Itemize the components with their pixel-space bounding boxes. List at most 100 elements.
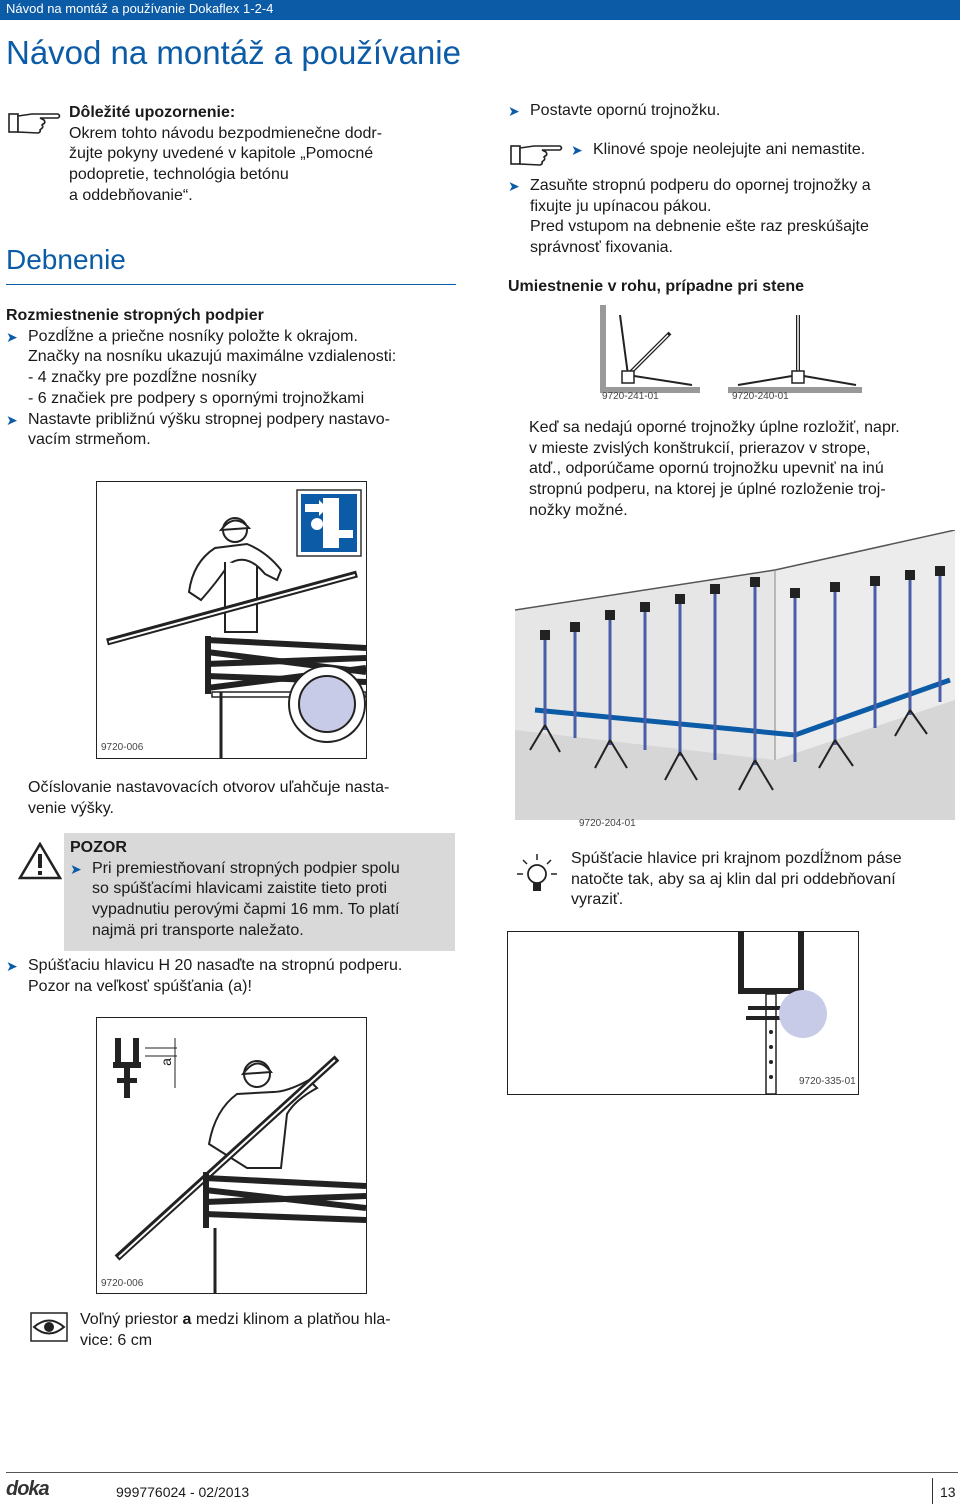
figure-code: 9720-240-01 — [732, 391, 789, 402]
figure-lowering-head: 9720-335-01 — [507, 931, 859, 1095]
figure-code: 9720-241-01 — [602, 391, 659, 402]
instruction-text: správnosť fixovania. — [530, 239, 673, 257]
tip-text: Spúšťacie hlavice pri krajnom pozdĺžnom … — [571, 849, 956, 911]
numbering-text: Očíslovanie nastavovacích otvorov uľahču… — [28, 778, 468, 819]
placement-bullet: ➤ Pozdĺžne a priečne nosníky položte k ok… — [6, 327, 466, 348]
placement-bullet-text: Nastavte približnú výšku stropnej podper… — [28, 410, 390, 428]
doka-logo: doka — [6, 1478, 50, 1500]
placement-text: Značky na nosníku ukazujú maximálne vzdi… — [28, 348, 397, 366]
clearance-symbol: a — [182, 1311, 192, 1328]
figure-worker-props: 9720-006 — [96, 481, 367, 759]
arrow-icon: ➤ — [6, 411, 18, 428]
numbering-line: venie výšky. — [28, 799, 114, 817]
figure-code: 9720-006 — [101, 742, 144, 753]
lowering-bullet: ➤ Spúšťaciu hlavicu H 20 nasaďte na strop… — [6, 956, 466, 977]
warning-heading: POZOR — [70, 839, 127, 856]
instruction-text: fixujte ju upínacou pákou. — [530, 197, 712, 215]
corner-line: Keď sa nedajú oporné trojnožky úplne roz… — [529, 419, 900, 436]
tripod-at-corner-illustration — [600, 305, 700, 393]
warning-box — [64, 833, 455, 951]
worker-with-lowering-head-illustration — [113, 1038, 366, 1293]
clearance-line: Voľný priestor a medzi klinom a platňou … — [80, 1310, 460, 1331]
pointing-hand-icon — [510, 145, 563, 166]
warning-bullet: ➤ Pri premiestňovaní stropných podpier sp… — [70, 859, 460, 880]
instruction-bullet: ➤ Klinové spoje neolejujte ani nemastite. — [571, 140, 951, 161]
important-notice: Dôležité upozornenie: Okrem tohto návodu… — [69, 103, 459, 207]
eye-icon — [30, 1312, 68, 1342]
arrow-icon: ➤ — [508, 103, 520, 119]
arrow-icon: ➤ — [6, 958, 18, 974]
tip-line: Spúšťacie hlavice pri krajnom pozdĺžnom … — [571, 850, 902, 867]
props-in-room-corner-illustration — [514, 529, 956, 820]
footer-separator — [932, 1478, 933, 1504]
warning-line: vypadnutiu perovými čapmi 16 mm. To plat… — [92, 901, 400, 919]
warning-line: Pri premiestňovaní stropných podpier spo… — [92, 859, 400, 877]
corner-line: stropnú podperu, na ktorej je úplné rozl… — [529, 481, 886, 499]
instruction-text: Klinové spoje neolejujte ani nemastite. — [593, 141, 866, 158]
placement-heading: Rozmiestnenie stropných podpier — [6, 307, 264, 324]
warning-line: so spúšťacími hlavicami zaistite tieto p… — [92, 880, 387, 898]
section-title: Debnenie — [6, 244, 126, 275]
footer-rule — [6, 1472, 958, 1473]
warning-triangle-icon — [18, 842, 62, 880]
instruction-text: Zasuňte stropnú podperu do opornej trojn… — [530, 177, 871, 194]
lightbulb-icon — [517, 854, 557, 891]
corner-heading: Umiestnenie v rohu, prípadne pri stene — [508, 278, 805, 295]
placement-bullet: ➤ Nastavte približnú výšku stropnej podpe… — [6, 410, 466, 431]
clearance-note: Voľný priestor a medzi klinom a platňou … — [80, 1310, 460, 1351]
clearance-text: medzi klinom a platňou hla- — [191, 1311, 391, 1328]
figure-worker-lowering-head: a 9720-006 — [96, 1017, 367, 1294]
instruction-text: Pred vstupom na debnenie ešte raz preskú… — [530, 218, 869, 236]
warning-line: najmä pri transporte naležato. — [92, 921, 304, 939]
numbering-line: Očíslovanie nastavovacích otvorov uľahču… — [28, 779, 390, 796]
notice-line: Okrem tohto návodu bezpodmienečne dodr- — [69, 124, 383, 142]
notice-line: žujte pokyny uvedené v kapitole „Pomocné — [69, 145, 374, 163]
right-bullet-2: ➤ Klinové spoje neolejujte ani nemastite. — [571, 140, 951, 161]
placement-text: - 4 značky pre pozdĺžne nosníky — [28, 369, 257, 387]
footer-page-number: 13 — [940, 1484, 956, 1500]
instruction-bullet: ➤ Postavte opornú trojnožku. — [508, 101, 958, 122]
figure-corner-tripod-a: 9720-241-01 — [600, 305, 700, 405]
instruction-text: Postavte opornú trojnožku. — [530, 102, 721, 119]
lowering-head-illustration — [738, 932, 827, 1094]
figure-code: 9720-335-01 — [799, 1076, 856, 1087]
worker-carrying-props-illustration — [106, 489, 366, 758]
right-bullet-3: ➤ Zasuňte stropnú podperu do opornej troj… — [508, 176, 958, 259]
corner-text: Keď sa nedajú oporné trojnožky úplne roz… — [529, 418, 959, 522]
pointing-hand-icon — [8, 113, 61, 134]
arrow-icon: ➤ — [70, 860, 82, 877]
clearance-text: Voľný priestor — [80, 1311, 183, 1328]
header-bar: Návod na montáž a používanie Dokaflex 1-… — [0, 0, 960, 20]
page-title: Návod na montáž a používanie — [6, 34, 461, 71]
corner-line: atď., odporúčame opornú trojnožku upevni… — [529, 460, 884, 478]
placement-text: vacím strmeňom. — [28, 431, 151, 449]
corner-line: nožky možné. — [529, 501, 628, 519]
dimension-label: a — [157, 1058, 174, 1066]
notice-line: podopretie, technológia betónu — [69, 166, 289, 184]
arrow-icon: ➤ — [508, 178, 520, 194]
right-bullet-1: ➤ Postavte opornú trojnožku. — [508, 101, 958, 122]
lowering-line: Pozor na veľkosť spúšťania (a)! — [28, 977, 252, 995]
tripod-at-wall-illustration — [728, 315, 862, 393]
placement-block: Rozmiestnenie stropných podpier ➤ Pozdĺžn… — [6, 306, 466, 451]
footer-doc-number: 999776024 - 02/2013 — [116, 1484, 250, 1500]
figure-props-layout: 9720-204-01 — [514, 529, 956, 830]
placement-bullet-text: Pozdĺžne a priečne nosníky položte k okr… — [28, 327, 358, 345]
tip-line: natočte tak, aby sa aj klin dal pri odde… — [571, 870, 896, 888]
figure-code: 9720-204-01 — [579, 818, 636, 829]
clearance-line: vice: 6 cm — [80, 1331, 153, 1349]
figure-corner-tripod-b: 9720-240-01 — [728, 305, 862, 405]
section-rule — [6, 284, 456, 285]
lowering-line: Spúšťaciu hlavicu H 20 nasaďte na stropn… — [28, 957, 403, 974]
instruction-bullet: ➤ Zasuňte stropnú podperu do opornej troj… — [508, 176, 958, 197]
notice-heading: Dôležité upozornenie: — [69, 104, 236, 121]
placement-text: - 6 značiek pre podpery s opornými trojn… — [28, 389, 365, 407]
notice-line: a oddebňovanie“. — [69, 186, 193, 204]
tip-line: vyraziť. — [571, 891, 624, 909]
figure-code: 9720-006 — [101, 1278, 144, 1289]
arrow-icon: ➤ — [571, 142, 583, 158]
arrow-icon: ➤ — [6, 328, 18, 345]
lowering-head-text: ➤ Spúšťaciu hlavicu H 20 nasaďte na strop… — [6, 956, 466, 997]
corner-line: v mieste zvislých konštrukcií, prierazov… — [529, 439, 871, 457]
warning-text: POZOR ➤ Pri premiestňovaní stropných podp… — [70, 838, 460, 942]
